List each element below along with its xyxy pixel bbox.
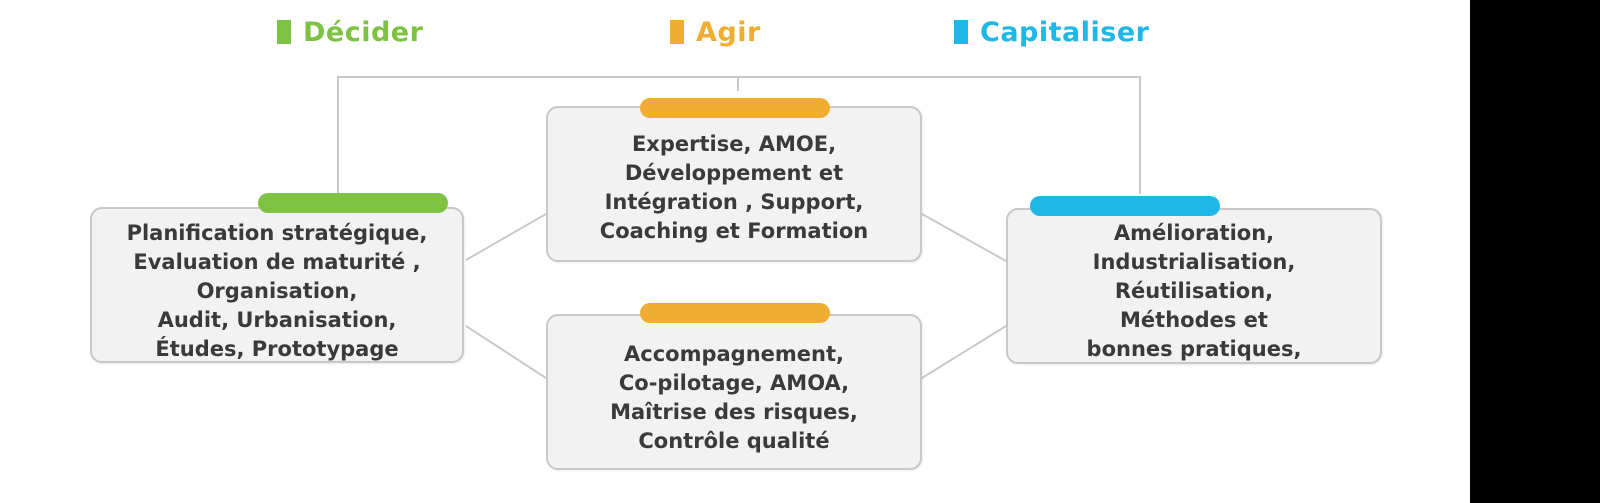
agir-top-line-1: Expertise, AMOE, <box>631 132 837 156</box>
decider-line-4: Audit, Urbanisation, <box>157 308 397 332</box>
legend-agir-label: Agir <box>696 16 761 48</box>
legend-decider: Décider <box>277 12 423 52</box>
right-black-panel <box>1470 0 1600 503</box>
capitaliser-pill <box>1030 196 1220 216</box>
agir-bottom-pill <box>640 303 830 323</box>
agir-top-line-2: Développement et <box>624 161 844 185</box>
decider-box: Planification stratégique, Evaluation de… <box>90 207 464 363</box>
agir-bottom-line-2: Co-pilotage, AMOA, <box>618 371 850 395</box>
decider-pill <box>258 193 448 213</box>
capitaliser-box: Amélioration, Industrialisation, Réutili… <box>1006 208 1382 364</box>
agir-top-box: Expertise, AMOE, Développement et Intégr… <box>546 106 922 262</box>
agir-top-pill <box>640 98 830 118</box>
decider-line-5: Études, Prototypage <box>155 337 399 361</box>
agir-bottom-line-4: Contrôle qualité <box>638 429 830 453</box>
capitaliser-line-3: Réutilisation, <box>1114 279 1274 303</box>
agir-bottom-line-3: Maîtrise des risques, <box>610 400 858 424</box>
capitaliser-line-1: Amélioration, <box>1113 221 1275 245</box>
decider-line-2: Evaluation de maturité , <box>133 250 421 274</box>
legend-capitaliser: Capitaliser <box>954 12 1149 52</box>
connector-decider-to-agir-bottom <box>465 325 547 379</box>
decider-line-3: Organisation, <box>196 279 358 303</box>
connector-agir-top-to-capitaliser <box>921 213 1007 262</box>
agir-bottom-line-1: Accompagnement, <box>624 342 844 366</box>
capitaliser-line-2: Industrialisation, <box>1092 250 1296 274</box>
legend-capitaliser-swatch <box>954 20 968 44</box>
legend-agir-swatch <box>670 20 684 44</box>
legend-decider-label: Décider <box>303 16 424 48</box>
connector-agir-bottom-to-capitaliser <box>921 325 1007 379</box>
agir-top-line-3: Intégration , Support, <box>604 190 864 214</box>
agir-top-line-4: Coaching et Formation <box>599 219 869 243</box>
legend-decider-swatch <box>277 20 291 44</box>
legend-capitaliser-label: Capitaliser <box>980 16 1150 48</box>
agir-bottom-box: Accompagnement, Co-pilotage, AMOA, Maîtr… <box>546 314 922 470</box>
decider-line-1: Planification stratégique, <box>126 221 428 245</box>
capitaliser-line-5: bonnes pratiques, <box>1086 337 1302 361</box>
legend-agir: Agir <box>670 12 761 52</box>
capitaliser-line-4: Méthodes et <box>1120 308 1268 332</box>
connector-decider-to-agir-top <box>465 213 547 261</box>
